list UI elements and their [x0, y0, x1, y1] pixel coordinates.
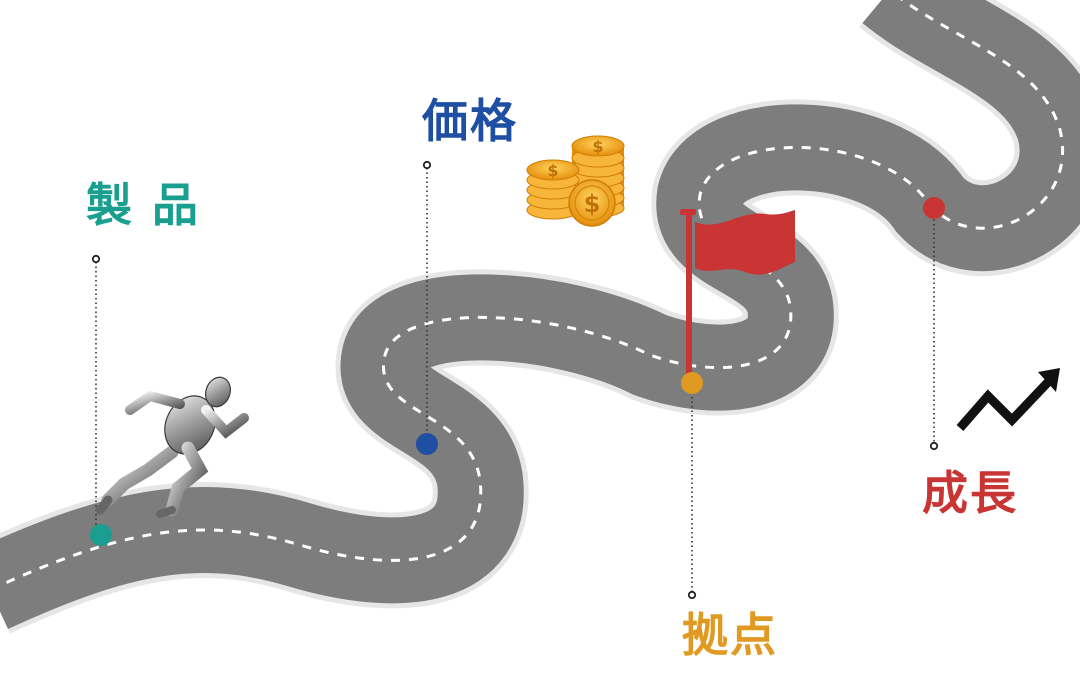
svg-text:$: $: [547, 161, 558, 180]
marker-price: [416, 433, 438, 455]
winding-road: [0, 0, 1080, 634]
label-base: 拠点: [682, 608, 778, 662]
marker-product: [90, 524, 112, 546]
flag-icon: [680, 209, 795, 382]
milestone-markers: [90, 197, 945, 546]
marker-base: [681, 372, 703, 394]
label-price: 価格: [422, 94, 518, 148]
lane-marks: [0, 0, 1063, 590]
leader-end-price: [422, 160, 432, 170]
road-surface: [0, 0, 1080, 630]
leader-end-product: [91, 254, 101, 264]
runner-robot-icon: [95, 376, 249, 518]
marker-growth: [923, 197, 945, 219]
coin-stacks-icon: $ $ $: [526, 135, 625, 227]
svg-text:$: $: [584, 190, 601, 218]
leader-end-base: [687, 590, 697, 600]
svg-text:$: $: [592, 137, 603, 156]
leader-endpoints: [91, 160, 939, 600]
label-product: 製 品: [86, 178, 201, 232]
leader-end-growth: [929, 441, 939, 451]
label-growth: 成長: [922, 466, 1018, 520]
growth-arrow-icon: [956, 368, 1060, 431]
leader-lines: [95, 168, 935, 592]
